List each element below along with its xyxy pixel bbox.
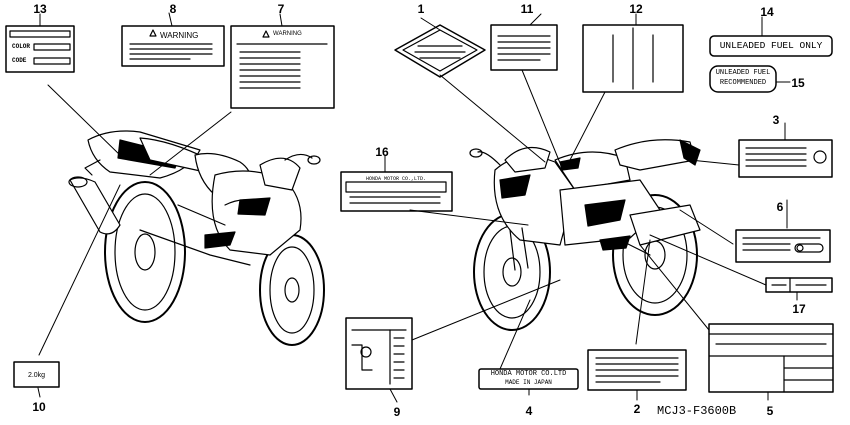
callout-11: 11 [520,2,534,16]
label-17 [765,277,833,293]
label-2 [587,349,687,391]
callout-5: 5 [766,404,774,418]
label-14-text: UNLEADED FUEL ONLY [719,40,823,51]
label-16-honda-plate [340,171,453,212]
label-3 [738,139,833,178]
callout-8: 8 [169,2,177,16]
callout-15: 15 [791,76,805,90]
label-11 [490,24,558,71]
label-15-line2: RECOMMENDED [719,79,767,87]
leader-lines [37,12,798,403]
label-10-weight [13,361,60,388]
callout-12: 12 [629,2,643,16]
motorcycle-rear-view [68,130,325,346]
callout-16: 16 [375,145,389,159]
label-7-warning-text: WARNING [273,31,302,37]
motorcycle-front-view [469,139,701,331]
label-7-warning [230,25,335,109]
label-5 [708,323,834,393]
label-15-unleaded-recommended [709,65,777,93]
callout-6: 6 [776,200,784,214]
label-8-warning [121,25,225,67]
label-9-tool-chart [345,317,413,390]
callout-13: 13 [33,2,47,16]
callout-2: 2 [633,402,641,416]
label-13-color-text: COLOR [12,43,31,50]
label-16-text: HONDA MOTOR CO.,LTD. [365,176,426,182]
label-13-code-text: CODE [12,57,27,64]
callout-4: 4 [525,404,533,418]
label-4-line2: MADE IN JAPAN [505,379,552,386]
callout-9: 9 [393,405,401,419]
callout-14: 14 [760,5,774,19]
label-8-warning-text: WARNING [160,31,199,40]
callout-3: 3 [772,113,780,127]
label-4-line1: HONDA MOTOR CO.LTD [490,370,567,378]
callout-7: 7 [277,2,285,16]
label-1-diamond [394,24,486,78]
label-6 [735,229,831,263]
label-12 [582,24,684,93]
diagram-code: MCJ3-F3600B [657,404,737,418]
label-10-text: 2.0kg [27,372,46,379]
callout-1: 1 [417,2,425,16]
callout-10: 10 [32,400,46,414]
callout-17: 17 [792,302,806,316]
label-14-unleaded-only [709,35,833,57]
label-15-line1: UNLEADED FUEL [715,69,771,77]
